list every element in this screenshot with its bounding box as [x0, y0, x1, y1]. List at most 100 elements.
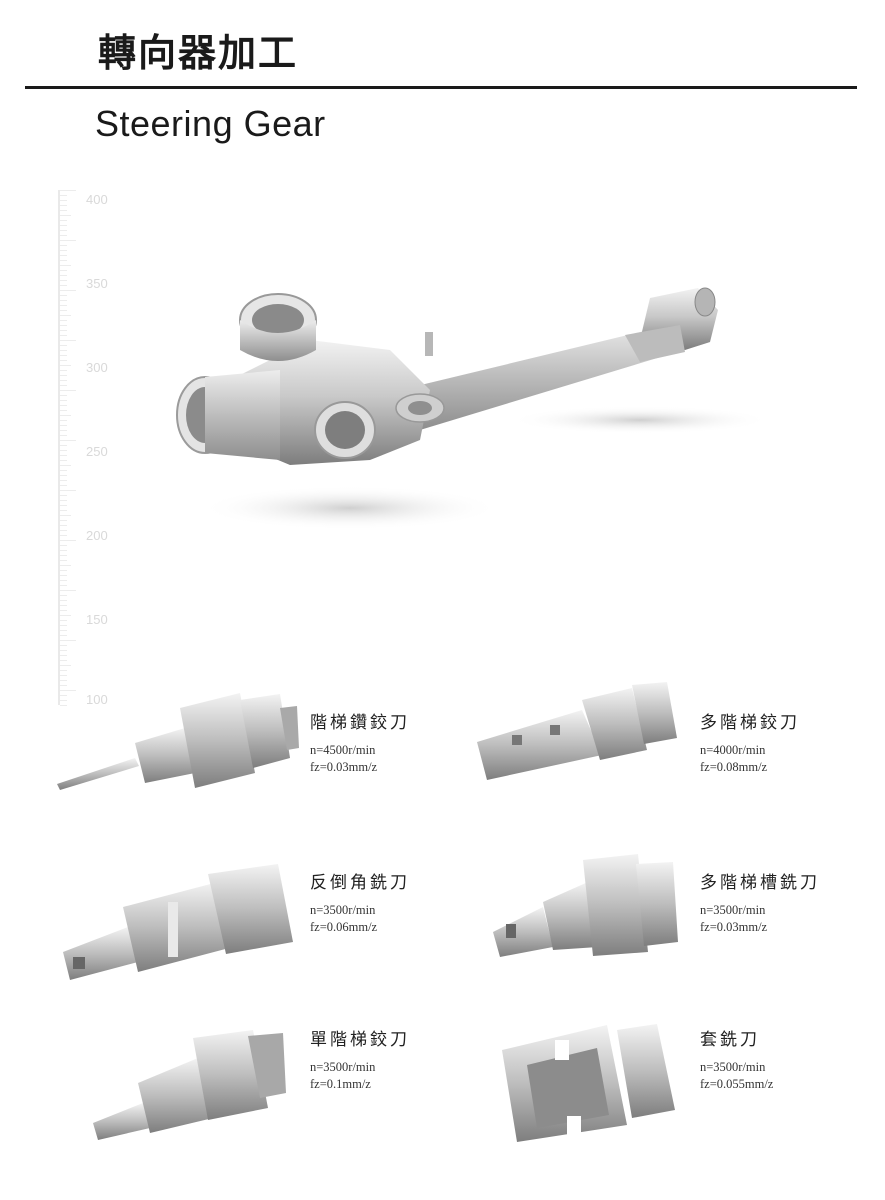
- ruler-tick: [60, 450, 67, 451]
- ruler-tick: [60, 635, 67, 636]
- tool-image: [57, 693, 299, 790]
- ruler-tick: [60, 440, 76, 441]
- tool-name: 階梯鑽鉸刀: [310, 713, 410, 733]
- ruler-tick: [60, 435, 67, 436]
- ruler-tick: [60, 305, 67, 306]
- ruler-tick: [60, 250, 67, 251]
- ruler-tick: [60, 655, 67, 656]
- ruler-tick: [60, 240, 76, 241]
- ruler-label: 100: [86, 692, 108, 707]
- ruler-tick: [60, 270, 67, 271]
- ruler-tick: [60, 505, 67, 506]
- tool-name: 套銑刀: [700, 1030, 760, 1050]
- ruler-tick: [60, 355, 67, 356]
- ruler-tick: [60, 665, 71, 666]
- ruler-tick: [60, 395, 67, 396]
- ruler-tick: [60, 225, 67, 226]
- ruler-tick: [60, 375, 67, 376]
- ruler-tick: [60, 400, 67, 401]
- ruler-spine: [58, 190, 60, 705]
- page-title-cn: 轉向器加工: [98, 31, 299, 75]
- ruler-tick: [60, 695, 67, 696]
- ruler-tick: [60, 210, 67, 211]
- ruler-tick: [60, 205, 67, 206]
- background-ruler: 400 350 300 250 200 150 100: [58, 190, 118, 710]
- tool-speed: n=3500r/min: [310, 1060, 376, 1074]
- ruler-tick: [60, 455, 67, 456]
- tool-feed: fz=0.055mm/z: [700, 1077, 774, 1091]
- ruler-tick: [60, 220, 67, 221]
- ruler-tick: [60, 415, 71, 416]
- ruler-tick: [60, 370, 67, 371]
- tool-image: [502, 1024, 675, 1142]
- tool-feed: fz=0.03mm/z: [310, 760, 378, 774]
- tool-name: 多階梯槽銑刀: [700, 873, 820, 893]
- ruler-tick: [60, 510, 67, 511]
- ruler-tick: [60, 645, 67, 646]
- tool-image: [63, 864, 293, 980]
- ruler-tick: [60, 525, 67, 526]
- ruler-tick: [60, 530, 67, 531]
- ruler-tick: [60, 260, 67, 261]
- ruler-tick: [60, 480, 67, 481]
- ruler-tick: [60, 545, 67, 546]
- ruler-tick: [60, 605, 67, 606]
- ruler-label: 150: [86, 612, 108, 627]
- ruler-tick: [60, 405, 67, 406]
- ruler-tick: [60, 640, 76, 641]
- ruler-tick: [60, 265, 71, 266]
- tool-speed: n=3500r/min: [700, 903, 766, 917]
- ruler-tick: [60, 275, 67, 276]
- ruler-tick: [60, 425, 67, 426]
- ruler-tick: [60, 385, 67, 386]
- ruler-tick: [60, 495, 67, 496]
- ruler-tick: [60, 300, 67, 301]
- tool-name: 多階梯鉸刀: [700, 713, 800, 733]
- ruler-tick: [60, 520, 67, 521]
- ruler-tick: [60, 650, 67, 651]
- ruler-tick: [60, 620, 67, 621]
- ruler-tick: [60, 190, 76, 191]
- ruler-label: 400: [86, 192, 108, 207]
- ruler-tick: [60, 310, 67, 311]
- ruler-tick: [60, 570, 67, 571]
- tool-image: [477, 682, 677, 780]
- ruler-tick: [60, 200, 67, 201]
- ruler-tick: [60, 660, 67, 661]
- ruler-tick: [60, 320, 67, 321]
- ruler-tick: [60, 580, 67, 581]
- ruler-tick: [60, 420, 67, 421]
- ruler-tick: [60, 705, 67, 706]
- tool-name: 反倒角銑刀: [310, 873, 410, 893]
- ruler-tick: [60, 245, 67, 246]
- ruler-tick: [60, 600, 67, 601]
- ruler-tick: [60, 670, 67, 671]
- ruler-tick: [60, 675, 67, 676]
- tool-speed: n=4500r/min: [310, 743, 376, 757]
- ruler-tick: [60, 330, 67, 331]
- ruler-tick: [60, 615, 71, 616]
- ruler-tick: [60, 195, 67, 196]
- ruler-tick: [60, 235, 67, 236]
- ruler-tick: [60, 460, 67, 461]
- ruler-tick: [60, 445, 67, 446]
- ruler-tick: [60, 410, 67, 411]
- ruler-tick: [60, 690, 76, 691]
- ruler-tick: [60, 360, 67, 361]
- tool-name: 單階梯鉸刀: [310, 1030, 410, 1050]
- ruler-tick: [60, 290, 76, 291]
- ruler-tick: [60, 535, 67, 536]
- ruler-tick: [60, 490, 76, 491]
- ruler-tick: [60, 610, 67, 611]
- ruler-tick: [60, 500, 67, 501]
- ruler-tick: [60, 590, 76, 591]
- ruler-tick: [60, 625, 67, 626]
- ruler-label: 250: [86, 444, 108, 459]
- ruler-tick: [60, 560, 67, 561]
- ruler-tick: [60, 550, 67, 551]
- ruler-tick: [60, 350, 67, 351]
- ruler-tick: [60, 630, 67, 631]
- ruler-tick: [60, 430, 67, 431]
- ruler-label: 350: [86, 276, 108, 291]
- ruler-tick: [60, 485, 67, 486]
